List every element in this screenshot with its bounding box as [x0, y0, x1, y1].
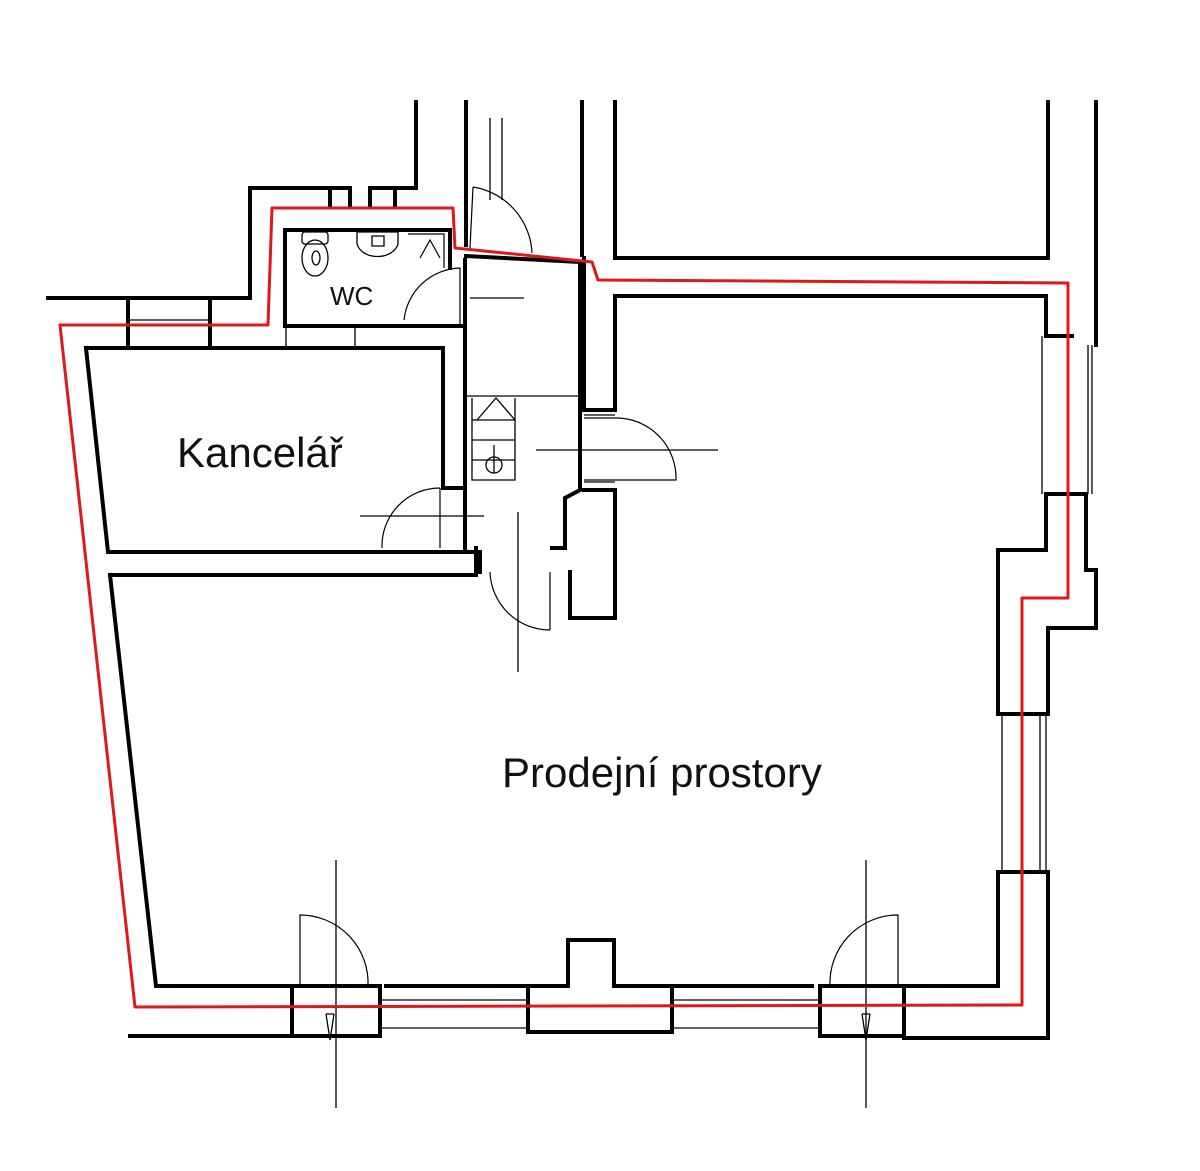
upper-walls [414, 100, 1098, 347]
sales-walls [107, 294, 1098, 1040]
wc-walls [46, 186, 467, 350]
room-label-sales: Prodejní prostory [502, 749, 822, 796]
toilet-tank-icon [301, 231, 329, 245]
boundary-line [58, 206, 1070, 1009]
sink-icon [356, 231, 399, 258]
toilet-bowl-icon [301, 239, 329, 277]
office-walls [83, 258, 482, 574]
room-label-wc: WC [330, 281, 374, 311]
fixtures [301, 231, 399, 277]
hall-walls [463, 253, 617, 620]
door-swings [299, 186, 899, 987]
guide-lines [325, 297, 871, 1108]
room-label-office: Kancelář [177, 429, 343, 476]
